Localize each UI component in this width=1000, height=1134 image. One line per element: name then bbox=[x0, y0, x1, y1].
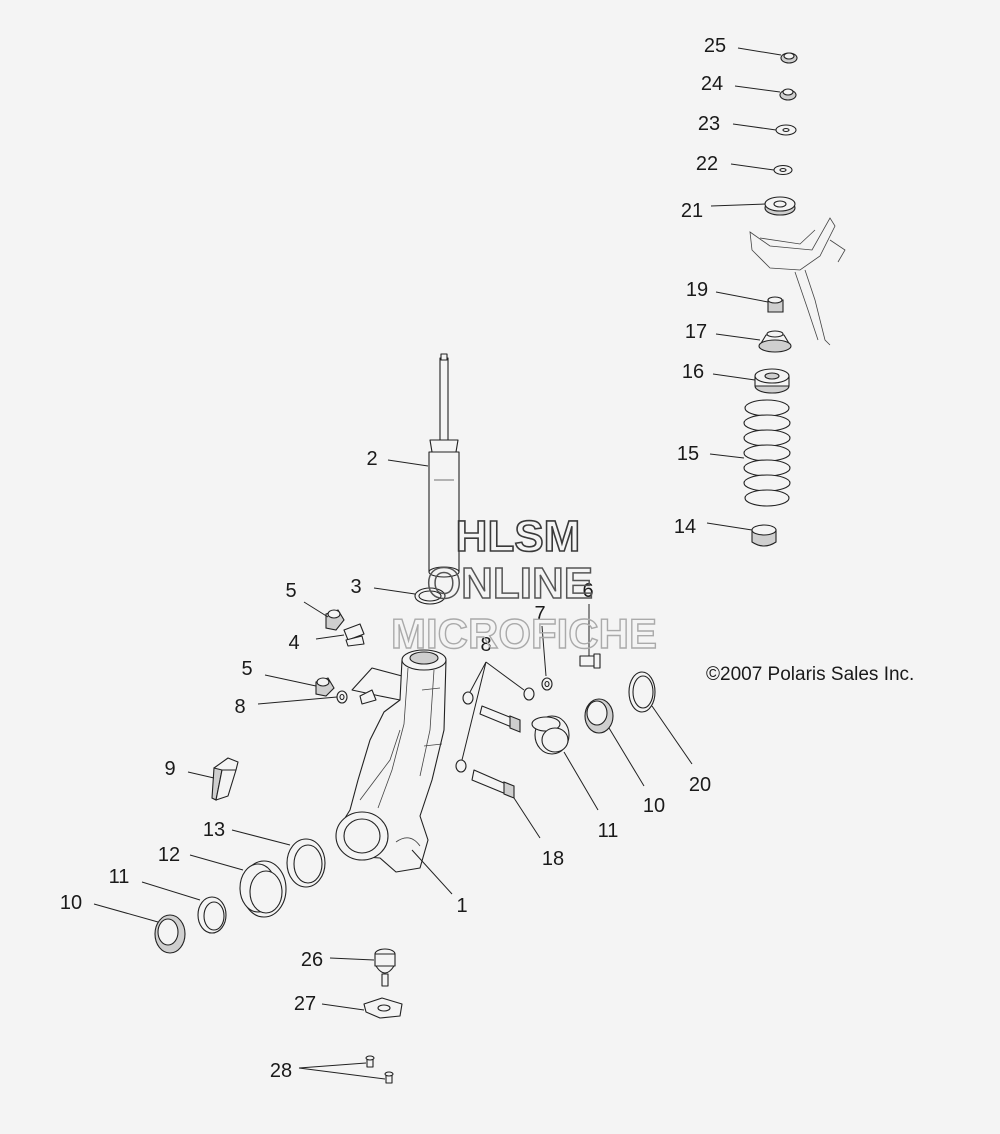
part-21-bushing bbox=[764, 196, 796, 216]
callout-7: 7 bbox=[534, 603, 545, 625]
part-14-bumper bbox=[751, 524, 777, 547]
leader-lines bbox=[93, 47, 782, 1080]
part-5-nut-upper bbox=[325, 609, 345, 631]
callout-13: 13 bbox=[203, 819, 225, 841]
callout-8-right: 8 bbox=[480, 634, 491, 656]
part-24-nut bbox=[779, 88, 797, 101]
part-18-bolts bbox=[471, 705, 521, 799]
callout-21: 21 bbox=[681, 200, 703, 222]
part-10-bearing-left bbox=[154, 914, 186, 954]
callout-25: 25 bbox=[704, 35, 726, 57]
callout-11-right: 11 bbox=[598, 820, 619, 842]
callout-18: 18 bbox=[542, 848, 564, 870]
part-25-nut bbox=[780, 52, 798, 64]
part-12-sleeve bbox=[239, 860, 287, 918]
callout-5-upper: 5 bbox=[285, 580, 296, 602]
callout-24: 24 bbox=[701, 73, 723, 95]
part-1-knuckle bbox=[335, 649, 447, 873]
callout-26: 26 bbox=[301, 949, 323, 971]
part-13-seal bbox=[286, 838, 326, 888]
callout-6: 6 bbox=[582, 580, 593, 602]
part-28-screws bbox=[365, 1055, 394, 1084]
part-26-ball-joint bbox=[374, 948, 396, 987]
callout-1: 1 bbox=[456, 895, 467, 917]
part-9-wedge bbox=[211, 757, 239, 801]
callout-27: 27 bbox=[294, 993, 316, 1015]
part-7-washer bbox=[541, 677, 553, 691]
part-16-cap bbox=[754, 368, 790, 394]
part-27-plate bbox=[363, 997, 403, 1019]
part-20-seal bbox=[628, 671, 656, 713]
callout-9: 9 bbox=[164, 758, 175, 780]
part-4-bracket bbox=[343, 623, 365, 647]
part-5-nut-lower bbox=[315, 677, 335, 697]
copyright-text: ©2007 Polaris Sales Inc. bbox=[706, 664, 914, 685]
part-8-washer-left bbox=[336, 690, 348, 704]
callout-20: 20 bbox=[689, 774, 711, 796]
callout-14: 14 bbox=[674, 516, 696, 538]
callout-10-right: 10 bbox=[643, 795, 665, 817]
part-3-ring bbox=[414, 587, 446, 605]
callout-12: 12 bbox=[158, 844, 180, 866]
watermark-line-1: HLSM bbox=[456, 512, 581, 561]
callout-8-left: 8 bbox=[234, 696, 245, 718]
callout-17: 17 bbox=[685, 321, 707, 343]
callout-3: 3 bbox=[350, 576, 361, 598]
part-2-shock bbox=[428, 353, 460, 578]
frame-bracket bbox=[749, 217, 846, 346]
watermark-line-2: ONLINE bbox=[427, 559, 593, 608]
callout-23: 23 bbox=[698, 113, 720, 135]
part-8-washers-right bbox=[455, 687, 535, 773]
watermark: HLSM ONLINE MICROFICHE bbox=[390, 511, 657, 658]
callout-19: 19 bbox=[686, 279, 708, 301]
callout-16: 16 bbox=[682, 361, 704, 383]
callout-11-left: 11 bbox=[109, 866, 130, 888]
part-6-bolt bbox=[579, 653, 601, 669]
part-17-spring-seat bbox=[758, 330, 792, 353]
callout-10-left: 10 bbox=[60, 892, 82, 914]
part-15-spring bbox=[743, 399, 791, 507]
part-22-washer bbox=[773, 164, 793, 176]
callout-22: 22 bbox=[696, 153, 718, 175]
watermark-line-3: MICROFICHE bbox=[391, 610, 657, 657]
callout-5-lower: 5 bbox=[241, 658, 252, 680]
part-11-race-right bbox=[531, 715, 570, 755]
callout-4: 4 bbox=[288, 632, 299, 654]
part-10-bearing-right bbox=[584, 698, 614, 734]
part-19-nut bbox=[767, 296, 784, 313]
part-11-race-left bbox=[197, 896, 227, 934]
callout-2: 2 bbox=[366, 448, 377, 470]
callout-28: 28 bbox=[270, 1060, 292, 1082]
callout-15: 15 bbox=[677, 443, 699, 465]
part-23-washer bbox=[775, 124, 797, 136]
